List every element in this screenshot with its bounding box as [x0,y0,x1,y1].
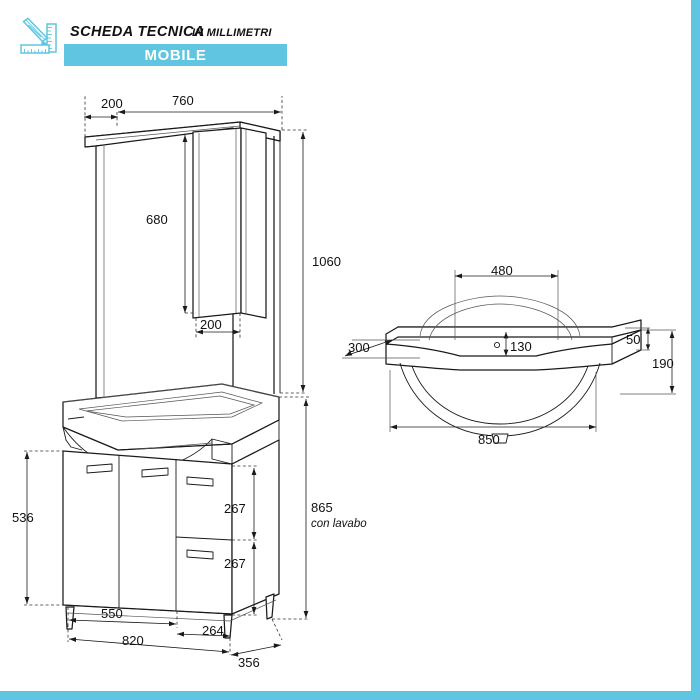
dim-basin-depth: 300 [348,340,370,355]
drawing-cabinet-assembly: 200 760 680 200 1060 536 267 267 865 con… [12,93,367,670]
sheet-header: SCHEDA TECNICA IN MILLIMETRI MOBILE [0,0,690,78]
dimension-lines-cabinet [24,96,310,657]
sheet-subtitle: IN MILLIMETRI [192,27,272,39]
pencil-ruler-icon [20,17,57,54]
dim-cabinet-width: 820 [122,633,144,648]
door-handle-middle [141,467,169,478]
dim-tap-hole-offset: 130 [510,339,532,354]
dim-drawer-upper: 267 [224,501,246,516]
dim-basin-height: 190 [652,356,674,371]
dim-drawers-width: 264 [202,623,224,638]
dim-drawer-lower: 267 [224,556,246,571]
product-type-band: MOBILE [64,44,287,66]
dim-cabinet-depth: 356 [238,655,260,670]
washbasin-top [62,383,280,470]
door-handle-left [86,463,113,474]
dim-total-height: 865 [311,500,333,515]
dim-shelf-depth: 200 [101,96,123,111]
washbasin-body [385,295,642,444]
side-wall-cabinet [192,127,267,319]
dim-bowl-width: 480 [491,263,513,278]
dim-shelf-width: 760 [172,93,194,108]
drawer-handle-lower [186,549,214,560]
mirror-unit-right-edge [273,135,281,394]
dim-base-cab-height: 536 [12,510,34,525]
dim-side-cab-height: 680 [146,212,168,227]
page-border-bottom [0,691,700,700]
drawer-handle-upper [186,476,214,487]
ground-outline [67,599,277,622]
dim-mirror-height: 1060 [312,254,341,269]
dimension-lines-washbasin [342,270,676,432]
page-border-right [691,0,700,700]
dim-total-height-note: con lavabo [311,518,367,530]
sheet-title: SCHEDA TECNICA [70,24,205,40]
base-cabinet [62,439,280,615]
dim-rim-thickness: 50 [626,332,640,347]
product-type-label: MOBILE [144,46,207,64]
dim-doors-width: 550 [101,606,123,621]
dim-side-cab-width: 200 [200,317,222,332]
drawing-washbasin: 480 130 300 50 190 850 [342,263,676,447]
dim-basin-width: 850 [478,432,500,447]
